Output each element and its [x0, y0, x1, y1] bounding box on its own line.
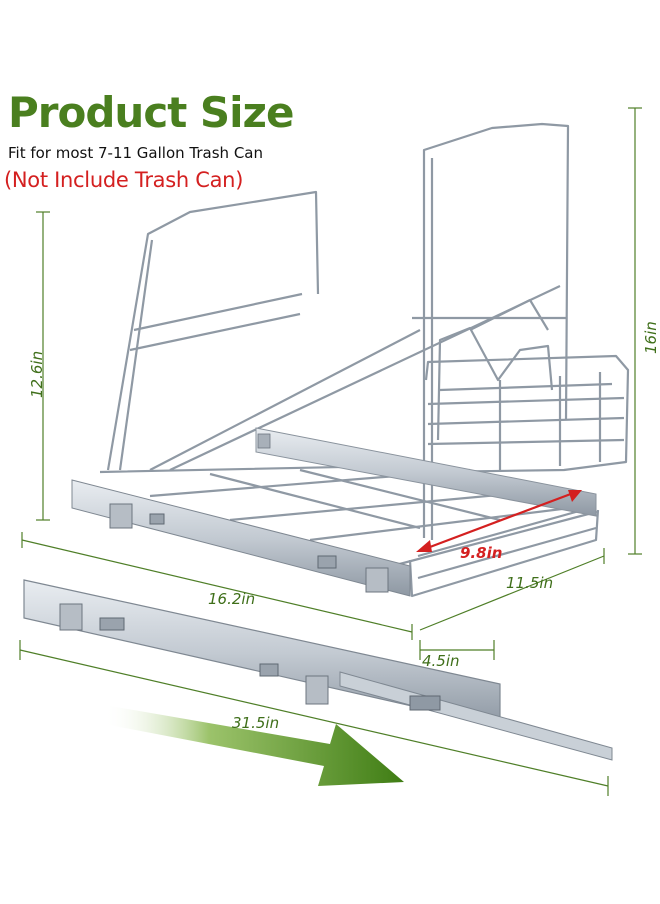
dimension-lines	[19, 107, 642, 796]
inner-width-label: 9.8in	[460, 544, 502, 562]
height-left-label: 12.6in	[28, 351, 46, 398]
back-slide-rail	[255, 427, 597, 517]
height-right-label: 16in	[642, 321, 660, 354]
exclusion-note: (Not Include Trash Can)	[4, 168, 244, 192]
front-slide-rail	[71, 479, 411, 597]
compatibility-text: Fit for most 7-11 Gallon Trash Can	[8, 144, 263, 162]
depth-label: 4.5in	[422, 652, 460, 670]
inner-width-arrow	[416, 490, 582, 552]
slide-length-label: 31.5in	[232, 714, 279, 732]
pull-direction-arrow	[104, 706, 404, 786]
page-title: Product Size	[8, 88, 294, 137]
length-label: 16.2in	[208, 590, 255, 608]
extended-slide-rail	[23, 579, 613, 761]
width-label: 11.5in	[506, 574, 553, 592]
